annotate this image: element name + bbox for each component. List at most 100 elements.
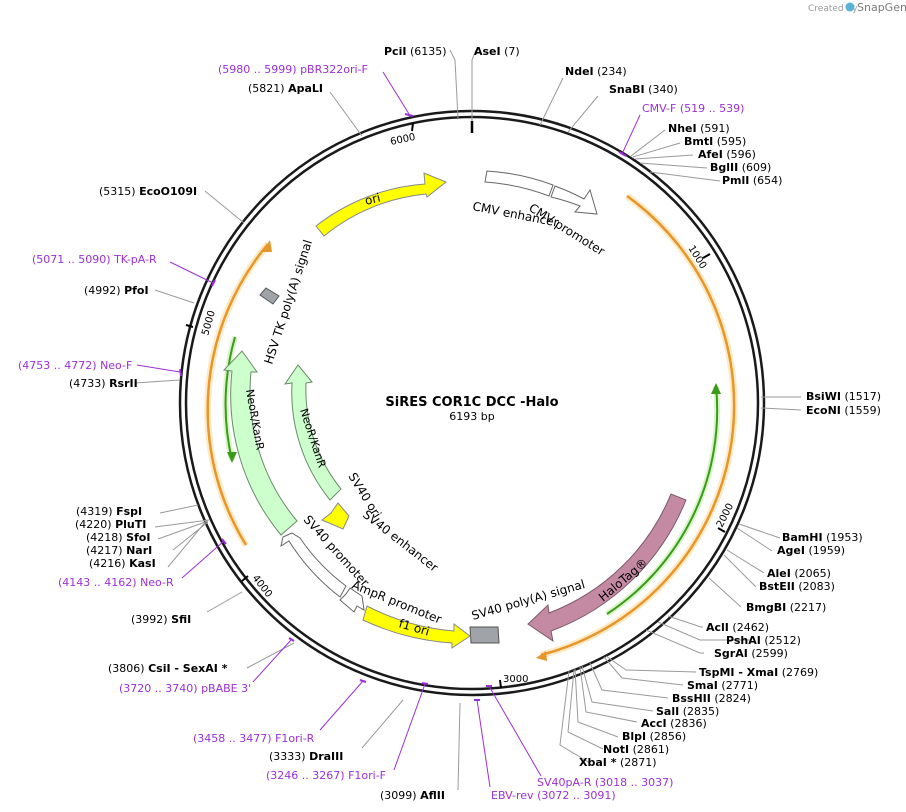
primer-leader-line: [476, 699, 491, 788]
leader-line: [579, 666, 638, 723]
primer-mark: [179, 368, 182, 377]
primer-leader-line: [169, 261, 214, 284]
primer-label: (3720 .. 3740) pBABE 3': [119, 682, 251, 695]
primer-leader-line: [382, 71, 410, 115]
site-name: KasI: [129, 557, 156, 570]
leader-line: [667, 615, 703, 628]
enzyme-site-label: AccI (2836): [641, 717, 707, 730]
leader-line: [246, 642, 295, 669]
primer-leader-line: [252, 639, 292, 683]
site-name: ApaLI: [288, 82, 323, 95]
site-name: SgrAI: [714, 647, 748, 660]
leader-line: [154, 519, 210, 528]
enzyme-site-label: (5821) ApaLI: [248, 82, 323, 95]
site-name: BmgBI: [746, 601, 786, 614]
site-position: (4992): [84, 284, 121, 297]
primer-leader-line: [393, 683, 426, 771]
enzyme-site-label: (4992) PfoI: [84, 284, 149, 297]
primer-label: (3458 .. 3477) F1ori-R: [193, 732, 315, 745]
site-name: SfiI: [171, 613, 191, 626]
site-position: (234): [597, 65, 627, 78]
enzyme-site-label: NheI (591): [668, 122, 730, 135]
site-position: (2836): [670, 717, 707, 730]
tick-label: 3000: [503, 674, 528, 685]
arrowhead-icon: [227, 452, 237, 463]
site-name: PmlI: [722, 174, 749, 187]
leader-line: [632, 142, 681, 158]
ori-feature: [315, 172, 447, 237]
ampr-promoter-feature: [339, 587, 365, 613]
site-name: BglII: [710, 161, 738, 174]
site-labels: PciI (6135)AseI (7)NdeI (234)SnaBI (340)…: [18, 45, 881, 802]
primer-label: (5980 .. 5999) pBR322ori-F: [218, 63, 368, 76]
credit-brand: SnapGene: [857, 1, 906, 14]
leader-line: [657, 621, 751, 641]
leader-line: [206, 591, 243, 613]
leader-line: [760, 407, 802, 411]
tick-mark: [185, 324, 194, 328]
enzyme-site-label: PmlI (654): [722, 174, 782, 187]
feature-labels: ori CMV enhancer CMV promoter HaloTag® S…: [243, 191, 650, 639]
enzyme-site-label: (4220) PluTI: [75, 518, 146, 531]
site-position: (4733): [69, 377, 106, 390]
site-name: TspMI - XmaI: [699, 666, 778, 679]
site-position: (3458 .. 3477): [193, 732, 272, 745]
primer-label: (4143 .. 4162) Neo-R: [58, 576, 174, 589]
site-name: PluTI: [115, 518, 146, 531]
site-position: (3806): [108, 662, 145, 675]
primer-leader-lines: [136, 71, 641, 788]
green-arc-left: [224, 336, 236, 461]
enzyme-site-label: EcoNI (1559): [806, 404, 881, 417]
credit-prefix: Created by: [808, 4, 858, 14]
sv40-ori-feature: [321, 502, 350, 530]
site-name: AgeI: [777, 544, 805, 557]
primer-label: SV40pA-R (3018 .. 3037): [537, 776, 673, 789]
site-name: SfoI: [126, 531, 150, 544]
tick-label: 6000: [389, 132, 416, 148]
enzyme-site-label: PshAI (2512): [726, 634, 801, 647]
primer-label: (3246 .. 3267) F1ori-F: [266, 769, 386, 782]
snapgene-logo-icon: [845, 2, 855, 12]
site-position: (2769): [782, 666, 819, 679]
enzyme-site-label: AfeI (596): [698, 148, 756, 161]
feature-label-halotag: HaloTag®: [596, 555, 650, 604]
site-position: (2462): [732, 621, 769, 634]
site-name: SV40pA-R: [537, 776, 592, 789]
site-position: (2861): [633, 743, 670, 756]
enzyme-site-label: BsiWI (1517): [806, 390, 881, 403]
site-name: F1ori-R: [275, 732, 315, 745]
leader-line: [630, 129, 666, 157]
enzyme-site-label: PciI (6135): [384, 45, 447, 58]
enzyme-site-label: (4217) NarI: [86, 544, 152, 557]
snapgene-credit: Created by SnapGene: [808, 1, 906, 14]
site-position: (4220): [75, 518, 112, 531]
enzyme-site-label: AclI (2462): [706, 621, 769, 634]
primer-mark: [404, 113, 414, 117]
primer-mark: [421, 682, 429, 685]
site-name: AleI: [767, 567, 791, 580]
leader-line: [559, 670, 591, 764]
enzyme-site-label: SmaI (2771): [687, 679, 758, 692]
leader-line: [581, 665, 654, 712]
site-name: BmtI: [684, 135, 713, 148]
enzyme-site-label: (3806) CsiI - SexAI *: [108, 662, 228, 675]
site-name: Neo-F: [100, 359, 132, 372]
site-name: BlpI: [622, 730, 646, 743]
primer-mark: [211, 279, 216, 287]
leader-line: [154, 289, 195, 304]
site-position: (609): [742, 161, 772, 174]
site-position: (1959): [808, 544, 845, 557]
enzyme-site-label: SgrAI (2599): [714, 647, 788, 660]
leader-line: [736, 527, 773, 552]
enzyme-site-label: (4218) SfoI: [86, 531, 150, 544]
leader-line: [649, 171, 721, 182]
leader-line: [159, 504, 199, 514]
site-position: (5315): [99, 185, 136, 198]
site-name: BssHII: [672, 692, 711, 705]
primer-leader-line: [136, 364, 181, 373]
site-position: (2771): [721, 679, 758, 692]
leader-line: [567, 95, 599, 133]
site-position: (4753 .. 4772): [18, 359, 97, 372]
site-name: AflII: [420, 789, 445, 802]
